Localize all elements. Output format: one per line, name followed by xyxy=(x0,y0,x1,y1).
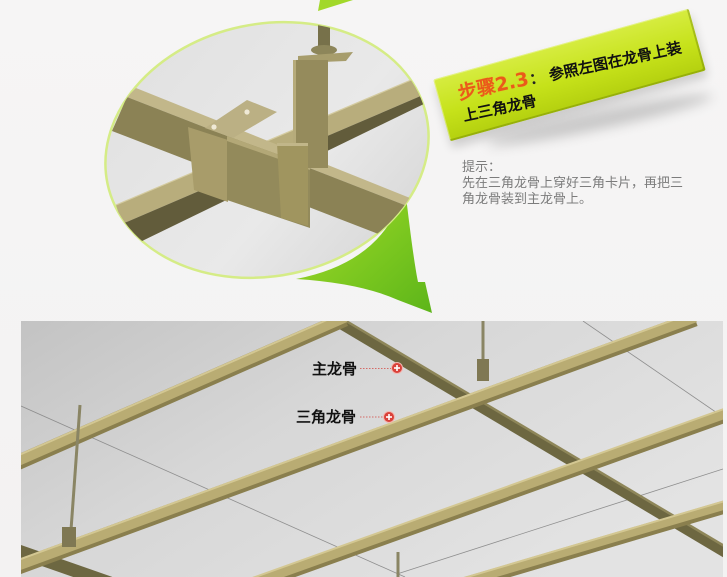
triangle-keel-a xyxy=(21,321,349,470)
tip-line: 角龙骨装到主龙骨上。 xyxy=(462,192,593,207)
tab-plate xyxy=(205,100,277,138)
triangle-keel-c xyxy=(252,408,723,577)
green-swoosh-arrow-icon xyxy=(296,188,432,313)
callout-triangle-keel-pointer xyxy=(360,411,395,423)
detail-closeup-circle xyxy=(104,15,431,280)
callout-label-main-keel: 主龙骨 xyxy=(312,360,358,378)
triangle-keel-b xyxy=(21,321,698,574)
hanger-bracket xyxy=(277,15,353,226)
tip-line: 先在三角龙骨上穿好三角卡片，再把三 xyxy=(462,176,684,191)
plus-marker-icon xyxy=(391,362,403,374)
step-colon: ： xyxy=(527,67,547,89)
hanger-rods xyxy=(62,321,489,577)
banner-shadow xyxy=(487,94,713,146)
arrow-tail-icon xyxy=(318,0,353,11)
callout-main-keel-pointer xyxy=(360,362,403,374)
tip-box: 提示： 先在三角龙骨上穿好三角卡片，再把三 角龙骨装到主龙骨上。 xyxy=(462,160,683,208)
tip-heading: 提示： xyxy=(462,160,502,175)
ceiling-grid-overview xyxy=(21,321,723,577)
callout-label-triangle-keel: 三角龙骨 xyxy=(296,408,357,426)
plus-marker-icon xyxy=(383,411,395,423)
